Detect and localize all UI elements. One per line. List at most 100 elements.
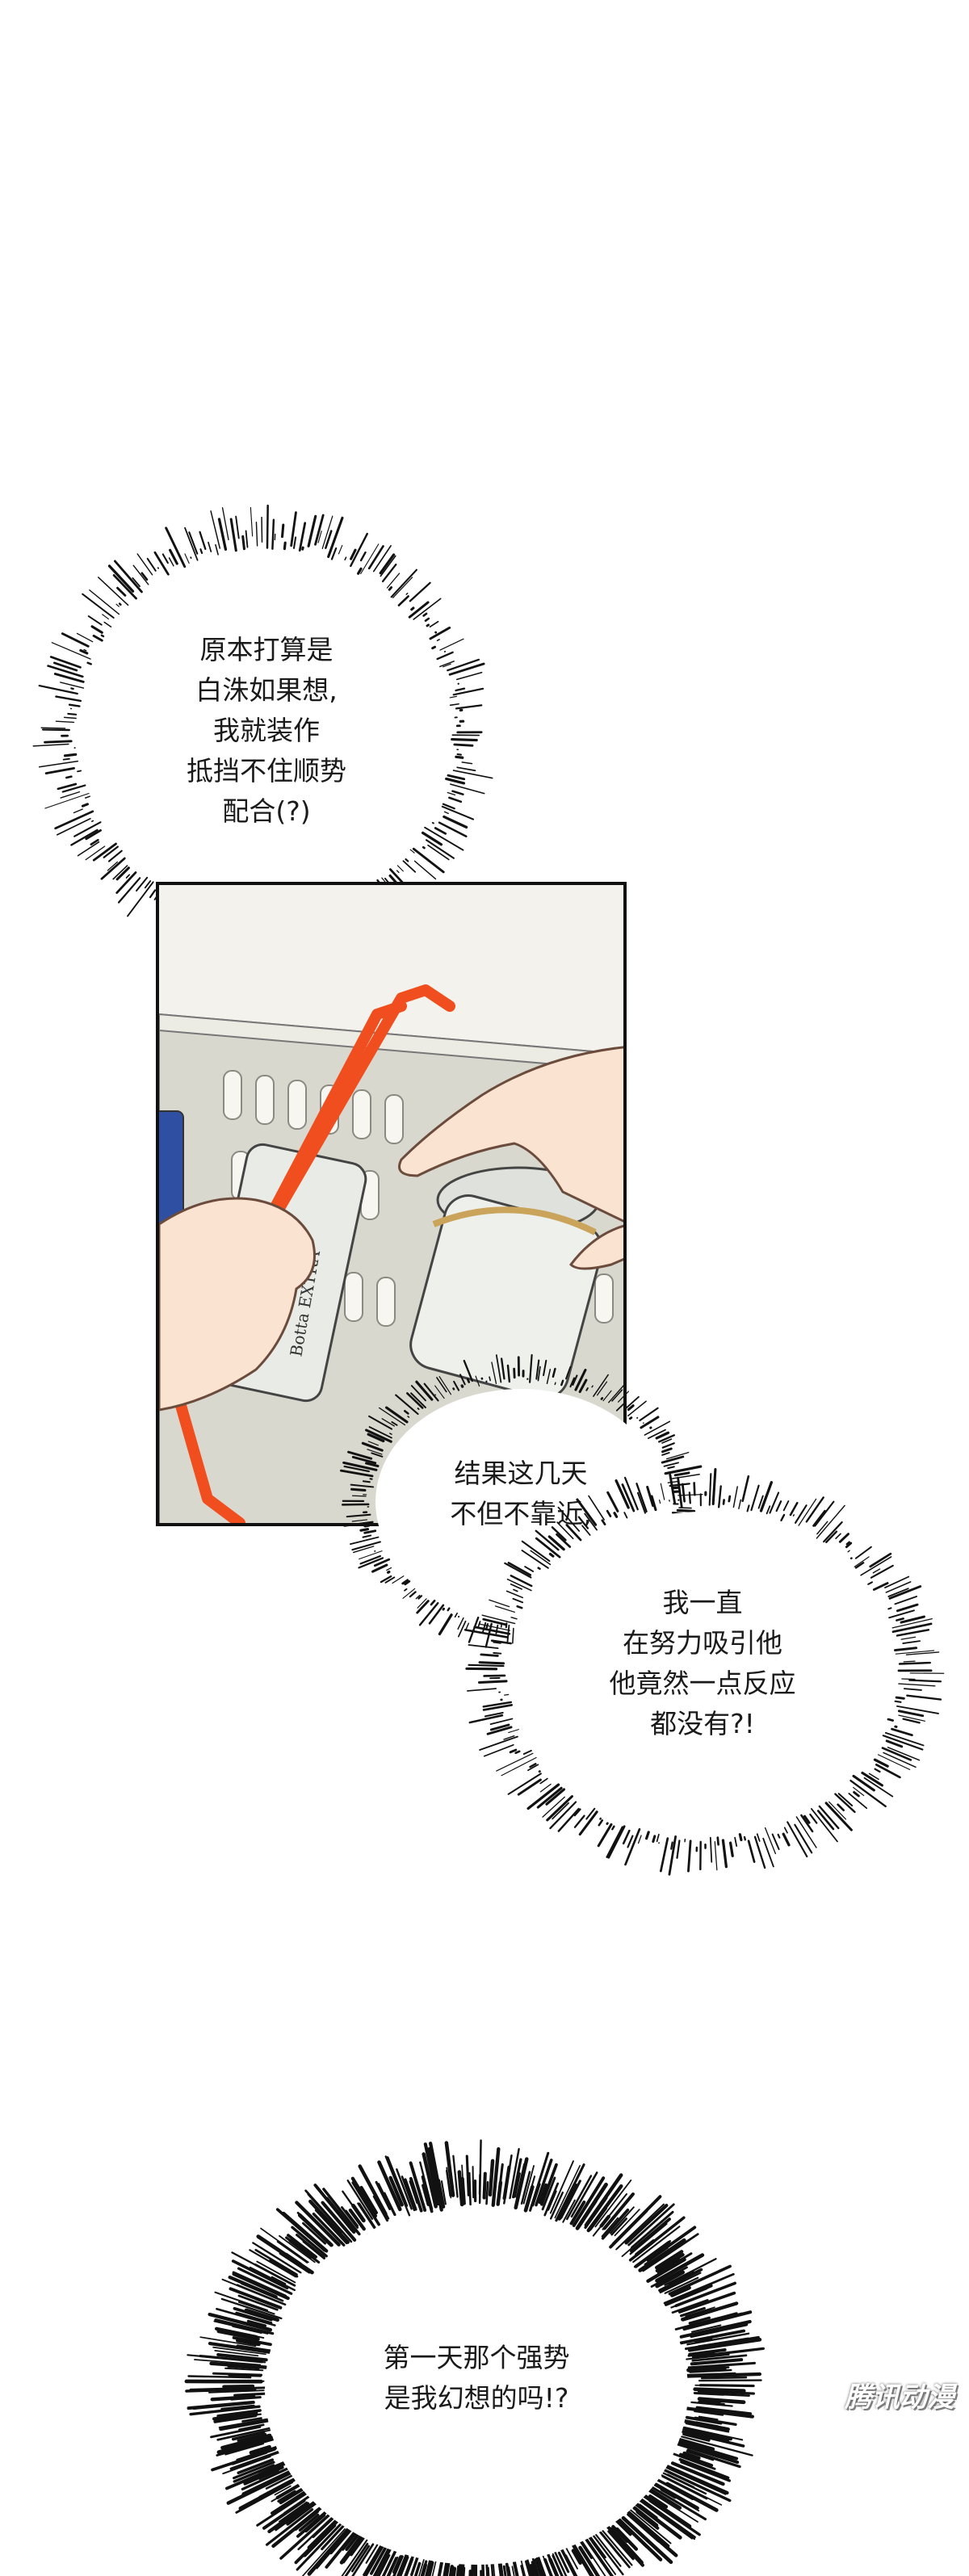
bubble-spike	[559, 1809, 579, 1831]
bubble-spike	[359, 1551, 382, 1559]
bubble-spike	[624, 1512, 627, 1517]
bubble-spike	[208, 543, 211, 552]
bubble-spike	[390, 1433, 392, 1434]
bubble-spike	[740, 1835, 741, 1840]
bubble-spike	[615, 1513, 617, 1517]
bubble-spike	[630, 1418, 631, 1419]
bubble-spike	[412, 608, 413, 610]
bubble-spike	[660, 1500, 661, 1504]
bubble-spike	[476, 1376, 479, 1386]
bubble-spike	[617, 1403, 626, 1411]
bubble-spike	[873, 1569, 879, 1573]
bubble-spike	[694, 1483, 695, 1495]
bubble-spike	[470, 2571, 471, 2576]
bubble-spike	[267, 506, 268, 548]
bubble-1-text: 原本打算是 白洙如果想, 我就装作 抵挡不住顺势 配合(?)	[16, 630, 517, 832]
bubble-spike	[838, 1805, 844, 1810]
bubble-spike	[715, 1842, 717, 1870]
bubble-spike	[710, 1474, 711, 1505]
bubble-spike	[325, 531, 331, 548]
bubble-spike	[735, 1838, 736, 1846]
bubble-spike	[719, 1486, 721, 1507]
bubble-spike	[89, 616, 102, 625]
bubble-spike	[723, 1840, 726, 1867]
bubble-spike	[814, 1511, 825, 1525]
bubble-spike	[589, 1496, 604, 1519]
bubble-spike	[279, 2236, 315, 2262]
bubble-spike	[778, 1835, 780, 1838]
bubble-spike	[489, 1377, 490, 1380]
bubble-spike	[627, 1836, 632, 1848]
bubble-spike	[543, 1361, 546, 1375]
bubble-spike	[751, 1486, 758, 1510]
bubble-4-text: 第一天那个强势 是我幻想的吗!?	[178, 2338, 775, 2419]
bubble-spike	[505, 2167, 510, 2198]
bubble-spike	[739, 1500, 740, 1508]
watermark-logo: 腾讯动漫	[845, 2375, 954, 2414]
bubble-spike	[743, 1476, 749, 1501]
bubble-spike	[763, 1839, 774, 1867]
bubble-line: 配合(?)	[16, 791, 517, 832]
bubble-spike	[410, 1592, 416, 1596]
bubble-line: 我就装作	[16, 711, 517, 751]
bubble-spike	[514, 1369, 515, 1378]
bubble-spike	[387, 573, 399, 588]
bubble-spike	[509, 1563, 531, 1575]
bubble-spike	[501, 1359, 504, 1379]
bubble-spike	[482, 2564, 483, 2576]
bubble-spike	[607, 1511, 610, 1516]
bubble-spike	[460, 1374, 465, 1384]
bubble-spike	[729, 1496, 730, 1501]
bubble-spike	[791, 1503, 797, 1515]
bubble-spike	[607, 1827, 623, 1857]
bubble-spike	[566, 1367, 570, 1379]
bubble-spike	[300, 523, 304, 551]
bubble-spike	[678, 1478, 682, 1507]
bubble-spike	[439, 1377, 451, 1395]
bubble-spike	[670, 1475, 675, 1503]
bubble-spike	[338, 545, 342, 553]
bubble-spike	[399, 596, 409, 605]
bubble-spike	[410, 583, 430, 601]
bubble-spike	[489, 2568, 491, 2576]
bubble-spike	[424, 614, 426, 615]
bubble-spike	[824, 1522, 842, 1542]
bubble-spike	[393, 577, 413, 598]
bubble-spike	[481, 2571, 482, 2576]
bubble-spike	[200, 549, 202, 553]
bubble-spike	[663, 1449, 672, 1452]
bubble-spike	[524, 1751, 531, 1754]
bubble-spike	[647, 1832, 649, 1839]
bubble-spike	[78, 842, 99, 856]
bubble-spike	[453, 1388, 454, 1389]
bubble-spike	[505, 1563, 531, 1578]
bubble-spike	[553, 1369, 555, 1377]
bubble-spike	[840, 1534, 848, 1542]
bubble-spike	[854, 1792, 859, 1796]
bubble-3-text: 我一直 在努力吸引他 他竟然一点反应 都没有?!	[452, 1583, 953, 1744]
bubble-spike	[749, 1841, 754, 1862]
bubble-spike	[661, 1839, 667, 1871]
bubble-line: 我一直	[452, 1583, 953, 1623]
bubble-spike	[713, 1470, 715, 1504]
bubble-spike	[397, 871, 399, 872]
bubble-spike	[359, 568, 361, 573]
bubble-spike	[405, 1411, 408, 1413]
bubble-spike	[592, 1386, 593, 1387]
bubble-spike	[308, 516, 316, 546]
bubble-spike	[388, 1572, 389, 1573]
bubble-spike	[332, 548, 336, 560]
bubble-spike	[653, 1836, 655, 1842]
bubble-spike	[508, 1366, 510, 1382]
bubble-spike	[417, 1408, 418, 1409]
bubble-spike	[773, 1835, 779, 1849]
bubble-spike	[439, 1615, 451, 1634]
bubble-spike	[396, 1395, 417, 1414]
bubble-spike	[431, 1601, 434, 1605]
bubble-spike	[389, 587, 391, 589]
bubble-spike	[599, 1820, 602, 1825]
bubble-spike	[657, 1835, 659, 1842]
bubble-spike	[785, 1827, 787, 1832]
bubble-spike	[836, 1533, 841, 1538]
bubble-spike	[567, 1525, 581, 1540]
